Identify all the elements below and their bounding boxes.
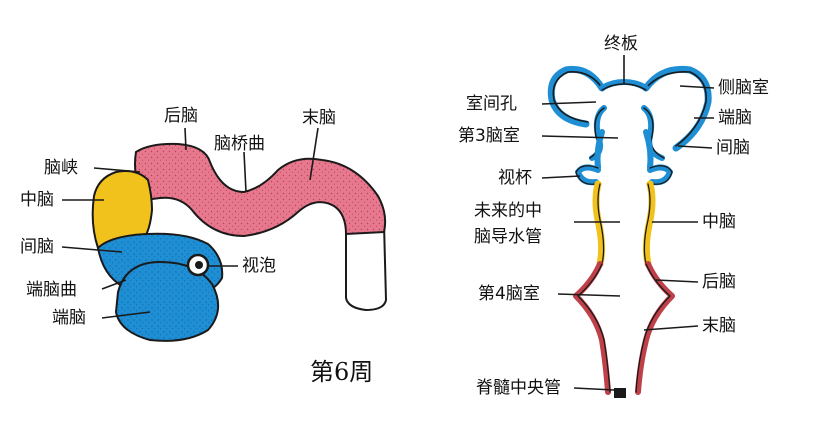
label-telencephalon: 端脑 — [52, 308, 86, 328]
label-myelencephalon: 末脑 — [302, 108, 336, 128]
midbrain-shape — [91, 170, 154, 250]
label-third-ventricle: 第3脑室 — [458, 126, 520, 146]
label-central-canal: 脊髓中央管 — [476, 378, 561, 398]
caption-week: 第6周 — [310, 358, 374, 386]
label-future-aqueduct-line2: 脑导水管 — [474, 227, 542, 247]
label-future-aqueduct-line1: 未来的中 — [474, 201, 542, 221]
label-diencephalon: 间脑 — [20, 237, 54, 257]
label-interventricular-foramen: 室间孔 — [466, 94, 517, 114]
label-isthmus: 脑峡 — [44, 158, 78, 178]
label-myelencephalon-right: 末脑 — [702, 316, 736, 336]
label-midbrain-right: 中脑 — [702, 212, 736, 232]
label-telencephalic-flexure: 端脑曲 — [26, 280, 77, 300]
label-hindbrain-right: 后脑 — [702, 272, 736, 292]
label-optic-cup: 视杯 — [498, 168, 532, 188]
label-lamina-terminalis: 终板 — [604, 34, 638, 54]
label-hindbrain: 后脑 — [164, 106, 198, 126]
left-leader-lines — [61, 127, 319, 319]
label-diencephalon-right: 间脑 — [716, 138, 750, 158]
label-midbrain: 中脑 — [20, 190, 54, 210]
label-lateral-ventricle: 侧脑室 — [718, 78, 769, 98]
label-optic-vesicle: 视泡 — [242, 256, 276, 276]
label-telencephalon-right: 端脑 — [718, 108, 752, 128]
right-leader-lines — [541, 55, 715, 391]
ventricular-system-section — [541, 55, 715, 398]
label-pontine-flexure: 脑桥曲 — [214, 134, 265, 154]
label-fourth-ventricle: 第4脑室 — [478, 284, 540, 304]
spinal-cord-shape — [345, 222, 388, 312]
lateral-brain-view — [61, 127, 388, 342]
